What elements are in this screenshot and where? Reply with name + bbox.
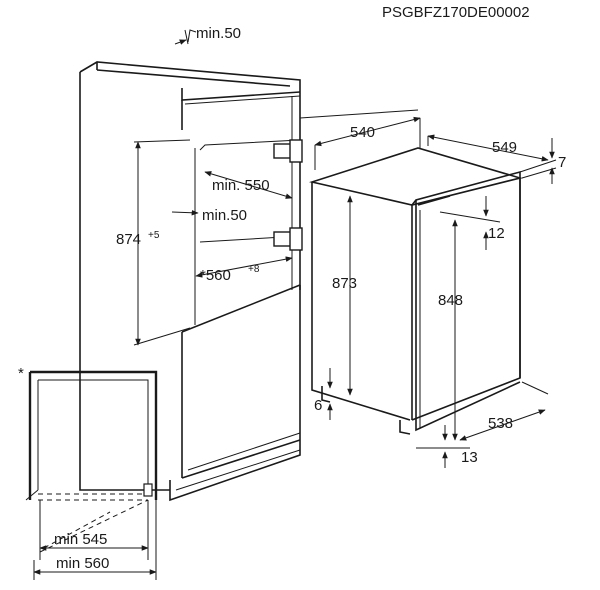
dim-depth-7: 7 [519,138,566,184]
label-inner-gap: min.50 [202,207,247,224]
kitchen-cabinet [79,61,303,502]
dim-bottom-13: 13 [416,425,478,468]
label-min-560: min 560 [56,555,109,572]
label-depth-7: 7 [558,154,566,171]
label-door-gap-12: 12 [488,225,505,242]
dim-height-873: 873 [332,195,357,396]
dim-height-848: 848 [438,219,463,441]
label-niche-width: *560 [200,267,231,284]
appliance [308,147,524,435]
label-bottom-6: 6 [314,397,322,414]
top-view: * [18,365,158,553]
document-code: PSGBFZ170DE00002 [382,4,530,21]
label-depth-538: 538 [488,415,513,432]
label-height-873: 873 [332,275,357,292]
dim-width-549: 549 [427,134,549,162]
dim-depth-538: 538 [459,381,549,441]
label-niche-width-tol: +8 [248,264,260,275]
label-min-545: min 545 [54,531,107,548]
dim-min-545: min 545 [39,500,149,560]
label-width-540: 540 [350,124,375,141]
dim-min-560: min 560 [33,500,157,580]
dim-width-540: 540 [299,109,421,170]
dim-niche-depth: min. 550 [204,171,293,199]
label-bottom-13: 13 [461,449,478,466]
lower-hinge-icon [273,227,303,251]
label-niche-depth: min. 550 [212,177,270,194]
dim-bottom-6: 6 [314,368,333,420]
dim-inner-gap: min.50 [171,207,247,228]
label-niche-height: 874 [116,231,141,248]
label-niche-height-tol: +5 [148,230,160,241]
label-top-gap: min.50 [196,25,241,42]
dim-door-gap-12: 12 [439,196,505,250]
dim-top-gap: min.50 [174,25,241,45]
dim-niche-width: *560 +8 [195,256,293,284]
dim-niche-height: 874 +5 [116,139,191,346]
label-height-848: 848 [438,292,463,309]
upper-hinge-icon [273,139,303,163]
asterisk-mark: * [18,365,24,382]
label-width-549: 549 [492,139,517,156]
